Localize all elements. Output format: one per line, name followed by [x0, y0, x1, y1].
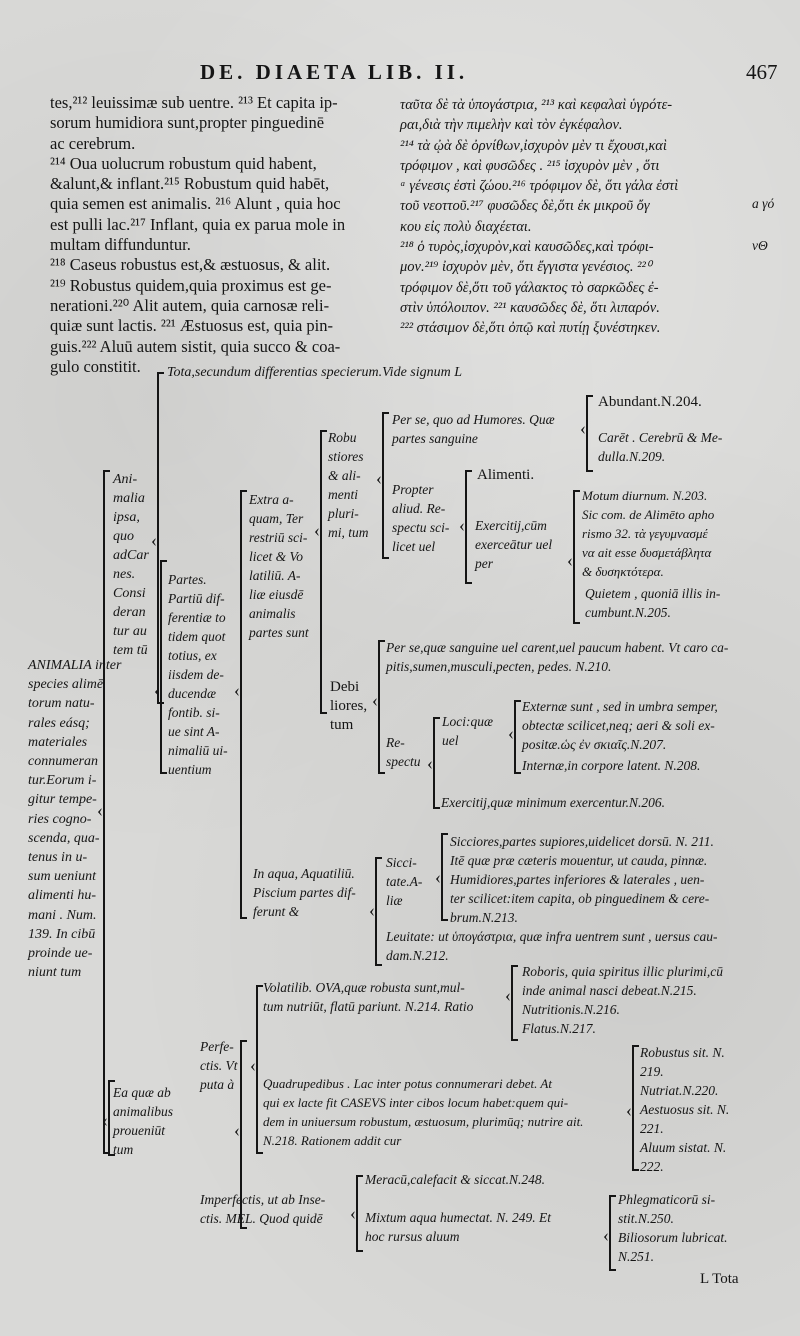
bracket	[240, 1040, 247, 1229]
node-robustus-sit: Robustus sit. N. 219. Nutriat.N.220. Aes…	[640, 1045, 730, 1174]
node-per-se-sanguine: Per se,quæ sanguine uel carent,uel paucu…	[386, 640, 729, 674]
bracket-tip: ‹	[626, 1100, 632, 1120]
bracket-tip: ‹	[314, 520, 320, 540]
node-propter-aliud: Propter aliud. Re- spectu sci- licet uel	[392, 482, 450, 554]
node-respectu: Re- spectu	[386, 735, 421, 769]
node-roboris: Roboris, quia spiritus illic plurimi,cū …	[522, 964, 724, 1036]
bracket-tip: ‹	[234, 1120, 240, 1140]
node-quadrupedibus: Quadrupedibus . Lac inter potus connumer…	[263, 1076, 584, 1148]
bracket	[511, 965, 518, 1041]
bracket	[382, 412, 389, 559]
node-perfectis: Perfe- ctis. Vt puta à	[200, 1039, 238, 1092]
bracket-tip: ‹	[250, 1055, 256, 1075]
node-animalia-ipsa: Ani- malia ipsa, quo adCar nes. Consi de…	[113, 472, 149, 658]
node-mixtum: Mixtum aqua humectat. N. 249. Et hoc rur…	[365, 1210, 551, 1244]
bracket-tip: ‹	[459, 515, 465, 535]
bracket	[465, 470, 472, 584]
node-externae: Externæ sunt , sed in umbra semper, obte…	[522, 699, 718, 752]
running-title: DE. DIAETA LIB. II.	[200, 60, 469, 84]
bracket-tip: ‹	[154, 680, 160, 700]
node-leuitate: Leuitate: ut ὑπογάστρια, quæ infra uentr…	[386, 929, 718, 963]
bracket	[256, 985, 263, 1154]
bracket-tip: ‹	[350, 1203, 356, 1223]
bracket	[356, 1175, 363, 1252]
bracket-tip: ‹	[372, 690, 378, 710]
node-imperfectis: Imperfectis, ut ab Inse- ctis. MEL. Quod…	[200, 1192, 326, 1226]
node-internae: Internæ,in corpore latent. N.208.	[522, 758, 701, 773]
bracket	[103, 470, 110, 1154]
bracket-tip: ‹	[427, 753, 433, 773]
page-number: 467	[746, 60, 778, 84]
bracket-tip: ‹	[435, 867, 441, 887]
bracket-tip: ‹	[369, 900, 375, 920]
margin-note: a γό	[752, 196, 775, 211]
bracket-tip: ‹	[508, 723, 514, 743]
bracket	[375, 857, 382, 966]
node-abundant: Abundant.N.204.	[598, 394, 702, 410]
node-robustiores: Robu stiores & ali- menti pluri- mi, tum	[328, 430, 369, 540]
bracket-tip: ‹	[151, 530, 157, 550]
bracket	[108, 1080, 115, 1156]
bracket-tip: ‹	[603, 1225, 609, 1245]
bracket-tip: ‹	[102, 1110, 108, 1130]
bracket-tip: ‹	[580, 418, 586, 438]
node-phlegmaticoru: Phlegmaticorū si- stit.N.250. Biliosorum…	[618, 1192, 728, 1264]
node-ea-quae: Ea quæ ab animalibus proueniūt tum	[113, 1085, 174, 1157]
node-quietem: Quietem , quoniā illis in- cumbunt.N.205…	[585, 586, 721, 620]
node-siccitate: Sicci- tate.A- liæ	[386, 855, 423, 908]
bracket	[240, 490, 247, 919]
bracket-tip: ‹	[505, 985, 511, 1005]
node-volatilib: Volatilib. OVA,quæ robusta sunt,mul- tum…	[263, 980, 474, 1014]
bracket	[609, 1195, 616, 1271]
bracket-tip: ‹	[567, 550, 573, 570]
bracket	[433, 717, 440, 809]
bracket-tip: ‹	[97, 800, 103, 820]
bracket	[320, 430, 327, 714]
node-root-animalia: ANIMALIA inter species alimē torum natu-…	[28, 658, 122, 981]
node-alimenti: Alimenti.	[477, 467, 535, 483]
bracket	[632, 1045, 639, 1171]
bracket	[586, 395, 593, 472]
node-loci: Loci:quæ uel	[442, 714, 494, 748]
node-exercitij: Exercitij,cūm exerceātur uel per	[475, 518, 553, 571]
node-extra-aquam: Extra a- quam, Ter restriū sci- licet & …	[249, 492, 309, 640]
node-in-aqua: In aqua, Aquatiliū. Piscium partes dif- …	[253, 866, 356, 919]
bracket	[441, 833, 448, 921]
bracket-tip: ‹	[234, 680, 240, 700]
node-tota: Tota,secundum differentias specierum.Vid…	[167, 365, 463, 380]
node-motum: Motum diurnum. N.203. Sic com. de Alimēt…	[582, 488, 715, 579]
catchword: L Tota	[700, 1271, 739, 1287]
bracket-tip: ‹	[376, 468, 382, 488]
node-exercitij-minimum: Exercitij,quæ minimum exercentur.N.206.	[441, 795, 665, 810]
node-debiliores: Debi liores, tum	[330, 679, 368, 733]
bracket	[378, 640, 385, 774]
greek-paragraph: ταῦτα δὲ τὰ ὑπογάστρια, ²¹³ καὶ κεφαλαὶ …	[400, 97, 679, 337]
latin-paragraph: tes,²¹² leuissimæ sub uentre. ²¹³ Et cap…	[50, 93, 346, 376]
node-per-se-humores: Per se, quo ad Humores. Quæ partes sangu…	[392, 412, 555, 446]
node-meracu: Meracū,calefacit & siccat.N.248.	[365, 1172, 545, 1187]
bracket	[514, 700, 521, 774]
bracket	[573, 490, 580, 624]
node-partes: Partes. Partiū dif- ferentiæ to tidem qu…	[168, 572, 228, 777]
bracket	[160, 560, 167, 774]
node-caret: Carēt . Cerebrū & Me- dulla.N.209.	[598, 430, 723, 464]
margin-note: νΘ	[752, 238, 768, 253]
node-sicciores: Sicciores,partes supiores,uidelicet dors…	[450, 834, 714, 925]
